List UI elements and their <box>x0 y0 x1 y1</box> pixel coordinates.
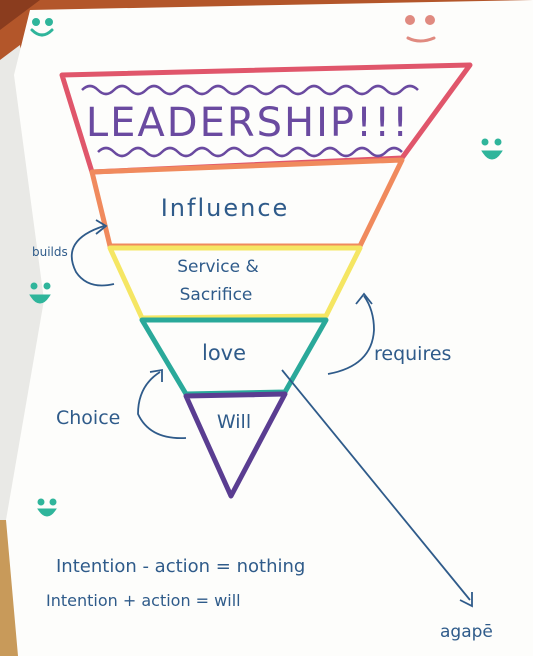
choice-arrowhead <box>149 368 163 382</box>
smiley-icon <box>405 15 436 43</box>
table-shadow <box>0 0 40 30</box>
annotation-choice: Choice <box>56 407 120 429</box>
annotation-builds: builds <box>32 245 68 259</box>
label-love: love <box>202 341 246 365</box>
note-line-1: Intention - action = nothing <box>56 556 305 577</box>
choice-arrow <box>137 371 187 439</box>
requires-arrow <box>327 295 375 375</box>
smiley-icon <box>30 18 54 37</box>
requires-arrowhead <box>355 292 373 305</box>
agape-arrowhead <box>459 592 473 608</box>
squiggle-top <box>81 84 419 96</box>
label-influence: Influence <box>161 194 290 222</box>
note-line-2: Intention + action = will <box>46 591 241 610</box>
smiley-icon <box>481 138 503 160</box>
agape-line <box>281 369 471 601</box>
builds-arrowhead <box>95 219 108 235</box>
label-will: Will <box>217 411 251 433</box>
annotation-requires: requires <box>374 343 451 365</box>
layer-will <box>183 391 288 499</box>
title-leadership: LEADERSHIP!!! <box>86 100 410 146</box>
smiley-icon <box>37 498 57 517</box>
builds-arrow <box>70 225 115 287</box>
label-service: Service & <box>177 257 259 277</box>
smiley-icon <box>29 282 51 304</box>
squiggle-bottom <box>97 146 403 158</box>
annotation-agape: agapē <box>440 622 493 642</box>
label-sacrifice: Sacrifice <box>180 285 253 305</box>
layer-service-sacrifice <box>107 245 363 321</box>
